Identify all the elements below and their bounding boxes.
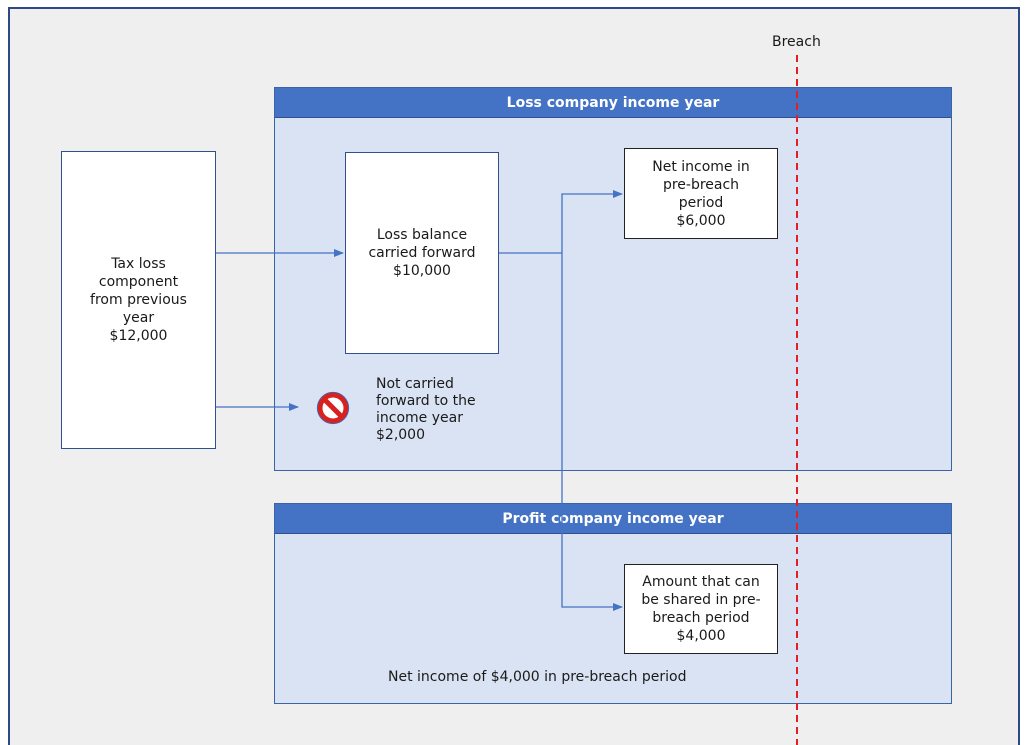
loss-balance-box: Loss balance carried forward $10,000 — [345, 152, 499, 354]
note-line: Not carried — [376, 376, 454, 392]
box-line: $6,000 — [676, 212, 726, 229]
box-line: Tax loss — [111, 256, 166, 272]
profit-net-income-note: Net income of $4,000 in pre-breach perio… — [388, 669, 687, 685]
net-income-box: Net income in pre-breach period $6,000 — [624, 148, 778, 239]
box-line: year — [122, 310, 155, 326]
note-line: forward to the — [376, 393, 476, 409]
profit-company-panel-title: Profit company income year — [275, 504, 951, 534]
box-line: component — [98, 274, 179, 290]
box-line: Loss balance — [376, 227, 468, 243]
box-line: pre-breach — [662, 176, 740, 193]
box-line: $4,000 — [676, 628, 726, 644]
loss-company-panel-title: Loss company income year — [275, 88, 951, 118]
note-line: $2,000 — [376, 427, 425, 443]
note-line: income year — [376, 410, 463, 426]
box-line: period — [678, 194, 724, 211]
box-line: from previous — [90, 292, 187, 308]
box-line: be shared in pre- — [641, 592, 761, 608]
box-line: Net income in — [652, 158, 750, 175]
box-line: $10,000 — [393, 263, 451, 279]
box-line: carried forward — [368, 245, 476, 261]
tax-loss-component-box: Tax loss component from previous year $1… — [61, 151, 216, 449]
box-line: Amount that can — [642, 574, 760, 590]
box-line: breach period — [652, 610, 750, 626]
box-line: $12,000 — [109, 328, 168, 344]
breach-label: Breach — [772, 34, 821, 50]
not-carried-forward-note: Not carried forward to the income year $… — [376, 376, 516, 444]
shareable-amount-box: Amount that can be shared in pre- breach… — [624, 564, 778, 654]
